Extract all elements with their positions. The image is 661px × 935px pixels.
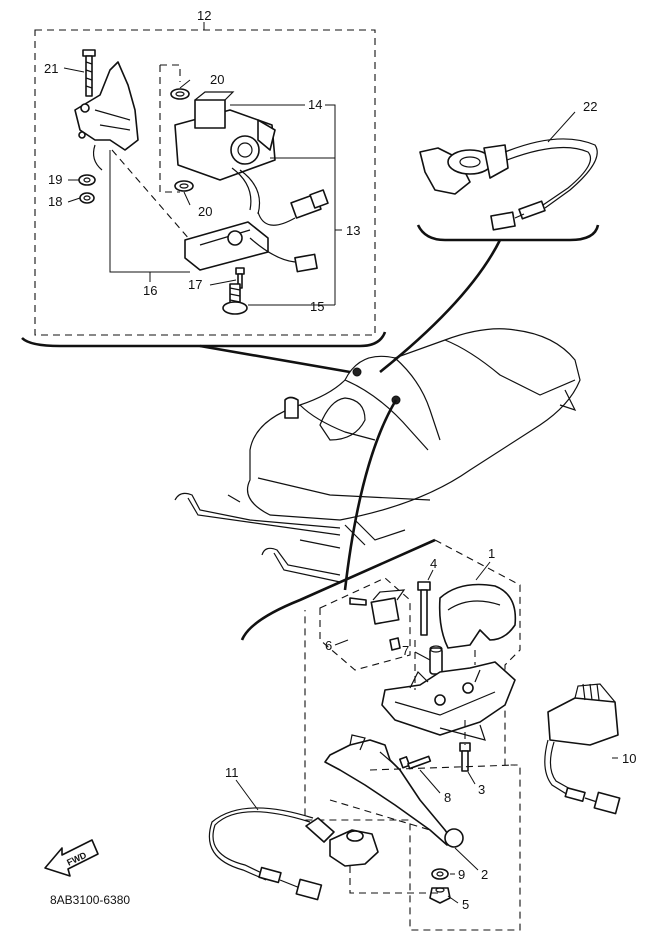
throttle-assembly-group bbox=[240, 538, 521, 931]
callout-6: 6 bbox=[325, 638, 332, 653]
callout-8: 8 bbox=[444, 790, 451, 805]
callout-7: 7 bbox=[402, 643, 409, 658]
throttle-lever-2 bbox=[324, 734, 464, 848]
washer-9 bbox=[431, 868, 449, 880]
nut-20-upper bbox=[170, 88, 190, 100]
callout-11: 11 bbox=[225, 765, 239, 780]
callout-1: 1 bbox=[488, 546, 495, 561]
connector-10 bbox=[544, 683, 621, 815]
screw-8 bbox=[399, 755, 432, 770]
callout-3: 3 bbox=[478, 782, 485, 797]
callout-12: 12 bbox=[197, 8, 211, 23]
throttle-switch-11 bbox=[208, 807, 379, 901]
callout-20-upper: 20 bbox=[210, 72, 224, 87]
callout-14: 14 bbox=[308, 97, 322, 112]
switch-bracket bbox=[74, 61, 139, 171]
throttle-override-assembly-group bbox=[21, 29, 387, 374]
screw-3 bbox=[459, 742, 471, 772]
nut-20-lower bbox=[174, 180, 194, 192]
callout-2: 2 bbox=[481, 867, 488, 882]
callout-5: 5 bbox=[462, 897, 469, 912]
callout-9: 9 bbox=[458, 867, 465, 882]
grip-cover bbox=[438, 583, 517, 649]
callout-4: 4 bbox=[430, 556, 437, 571]
forward-direction-arrow: FWD bbox=[44, 839, 99, 877]
nut-18 bbox=[79, 192, 95, 204]
sensor-housing-16 bbox=[184, 221, 318, 273]
sensor-assembly-22 bbox=[379, 138, 600, 374]
nut-5 bbox=[429, 887, 451, 904]
callout-15: 15 bbox=[310, 299, 324, 314]
snowmobile-outline bbox=[174, 328, 581, 591]
callout-10: 10 bbox=[622, 751, 636, 766]
callout-22: 22 bbox=[583, 99, 597, 114]
override-switch-14 bbox=[174, 91, 276, 215]
callout-20-lower: 20 bbox=[198, 204, 212, 219]
lever-bracket bbox=[381, 661, 516, 741]
callout-13: 13 bbox=[346, 223, 360, 238]
callout-17: 17 bbox=[188, 277, 202, 292]
bolt-21 bbox=[82, 49, 96, 97]
callout-19: 19 bbox=[48, 172, 62, 187]
collar-7 bbox=[429, 645, 443, 675]
callout-18: 18 bbox=[48, 194, 62, 209]
switch-6 bbox=[349, 589, 406, 651]
figure-code: 8AB3100-6380 bbox=[50, 893, 130, 907]
washer-19 bbox=[78, 174, 96, 186]
bolt-15 bbox=[222, 283, 248, 315]
connector-13 bbox=[257, 189, 329, 226]
callout-21: 21 bbox=[44, 61, 58, 76]
bolt-4 bbox=[417, 581, 431, 636]
callout-16: 16 bbox=[143, 283, 157, 298]
